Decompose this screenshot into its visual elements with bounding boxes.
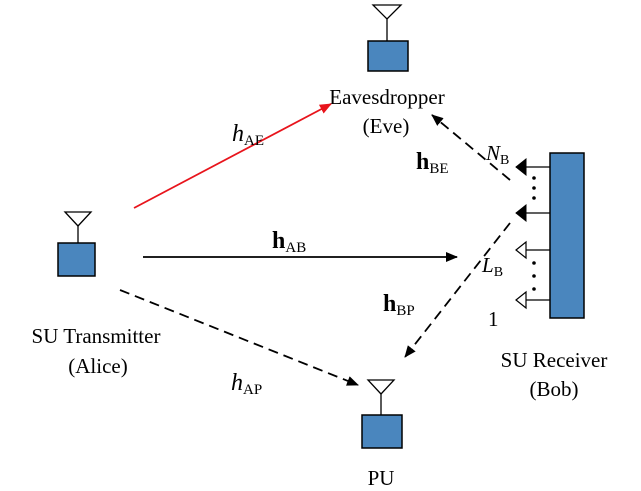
link-alice-eve (133, 103, 332, 209)
bob-box (549, 152, 585, 319)
link-bob-pu (404, 222, 511, 358)
bob-antenna-dots-lower (532, 261, 536, 291)
pu-antenna-icon (366, 379, 396, 415)
eve-node: Eavesdropper (Eve) (329, 4, 445, 138)
bob-antenna-icon (515, 157, 527, 177)
bob-label-line2: (Bob) (530, 377, 579, 401)
link-bob-eve (431, 114, 511, 181)
eve-label-line2: (Eve) (363, 114, 410, 138)
eve-box (367, 40, 409, 72)
pu-node: PU (361, 379, 403, 490)
pu-box (361, 414, 403, 449)
alice-box (57, 242, 96, 277)
eve-antenna-icon (371, 4, 403, 41)
alice-antenna-icon (63, 211, 93, 243)
eve-label-line1: Eavesdropper (329, 85, 444, 109)
bob-label-line1: SU Receiver (501, 348, 608, 372)
alice-label-line1: SU Transmitter (32, 324, 161, 348)
bob-antenna-dots-upper (532, 176, 536, 200)
channel-label-h-ab: hAB (272, 228, 306, 256)
alice-label-line2: (Alice) (68, 354, 127, 378)
channel-label-h-bp: hBP (383, 291, 415, 319)
link-alice-pu (119, 289, 359, 386)
bob-antenna-label-bottom: 1 (488, 307, 499, 331)
bob-antenna-icon (515, 203, 527, 223)
pu-label: PU (368, 466, 395, 490)
bob-node: NB LB 1 SU Receiver (Bob) (481, 141, 607, 401)
channel-label-h-ae: hAE (232, 121, 264, 149)
bob-antenna-label-mid: LB (481, 253, 503, 280)
alice-node: SU Transmitter (Alice) (32, 211, 161, 378)
channel-label-h-ap: hAP (231, 370, 262, 398)
bob-antenna-icon (515, 290, 527, 310)
bob-antenna-label-top: NB (485, 141, 509, 168)
channel-label-h-be: hBE (416, 149, 449, 177)
bob-antenna-icon (515, 240, 527, 260)
